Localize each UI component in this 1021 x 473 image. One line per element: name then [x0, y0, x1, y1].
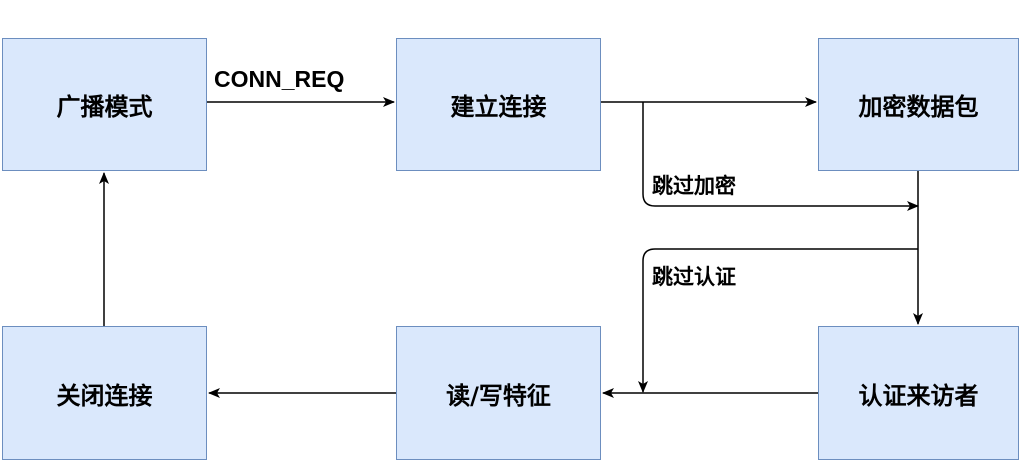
node-label: 认证来访者 [858, 381, 979, 410]
node-label: 建立连接 [450, 93, 547, 121]
node-close-connection: 关闭连接 [2, 326, 207, 460]
edge-label-conn-req: CONN_REQ [214, 66, 345, 92]
node-label: 广播模式 [56, 93, 153, 121]
node-establish-connection: 建立连接 [396, 38, 601, 171]
edge-label-skip-encryption: 跳过加密 [652, 174, 736, 198]
edge-label-skip-authentication: 跳过认证 [652, 265, 736, 289]
node-label: 读/写特征 [446, 381, 551, 410]
node-broadcast-mode: 广播模式 [2, 38, 207, 171]
node-label: 关闭连接 [56, 381, 153, 410]
node-label: 加密数据包 [858, 93, 979, 121]
node-read-write-characteristic: 读/写特征 [396, 326, 601, 460]
node-authenticate-visitor: 认证来访者 [818, 326, 1019, 460]
node-encrypt-packet: 加密数据包 [818, 38, 1019, 171]
